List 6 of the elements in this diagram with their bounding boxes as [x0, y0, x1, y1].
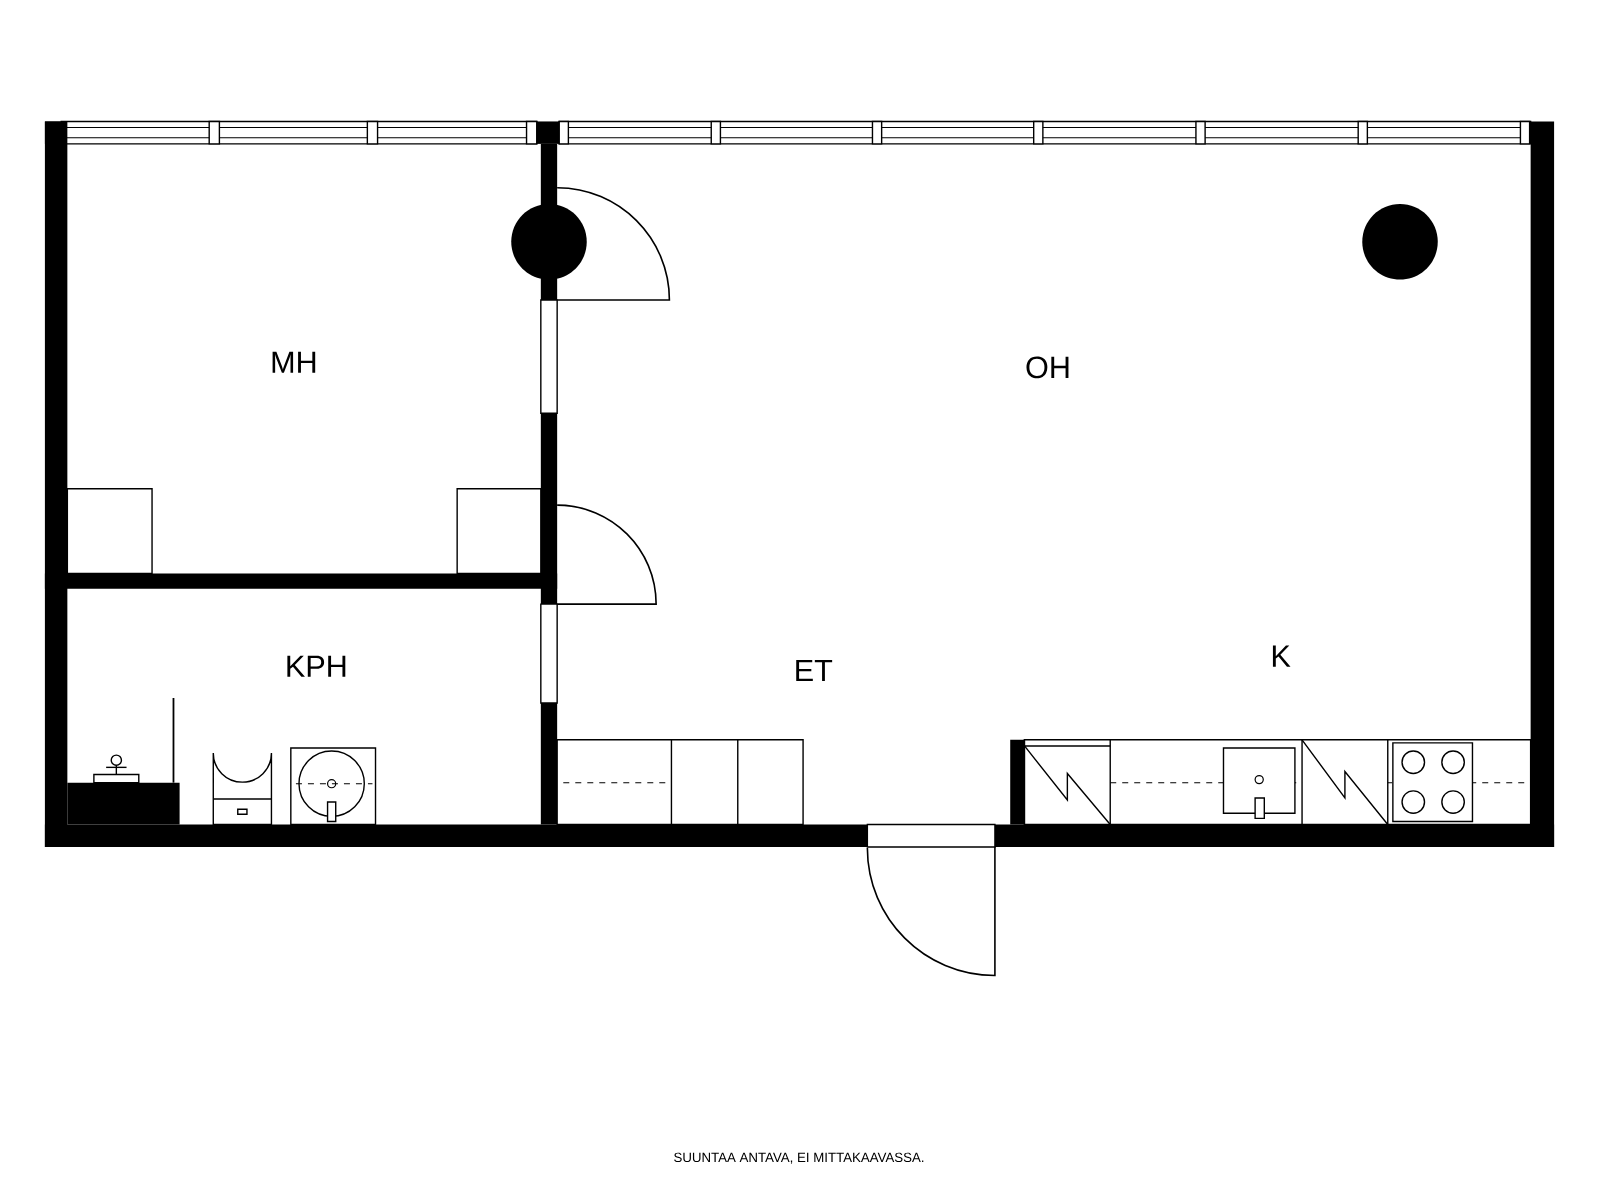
room-label: MH	[272, 351, 316, 373]
note-text: SUUNTAA ANTAVA, EI MITTAKAAVASSA.	[674, 1152, 924, 1164]
room-label: ET	[796, 659, 833, 681]
room-label: OH	[1026, 356, 1069, 379]
room-label: K	[1272, 645, 1291, 667]
room-label: KPH	[287, 655, 346, 677]
